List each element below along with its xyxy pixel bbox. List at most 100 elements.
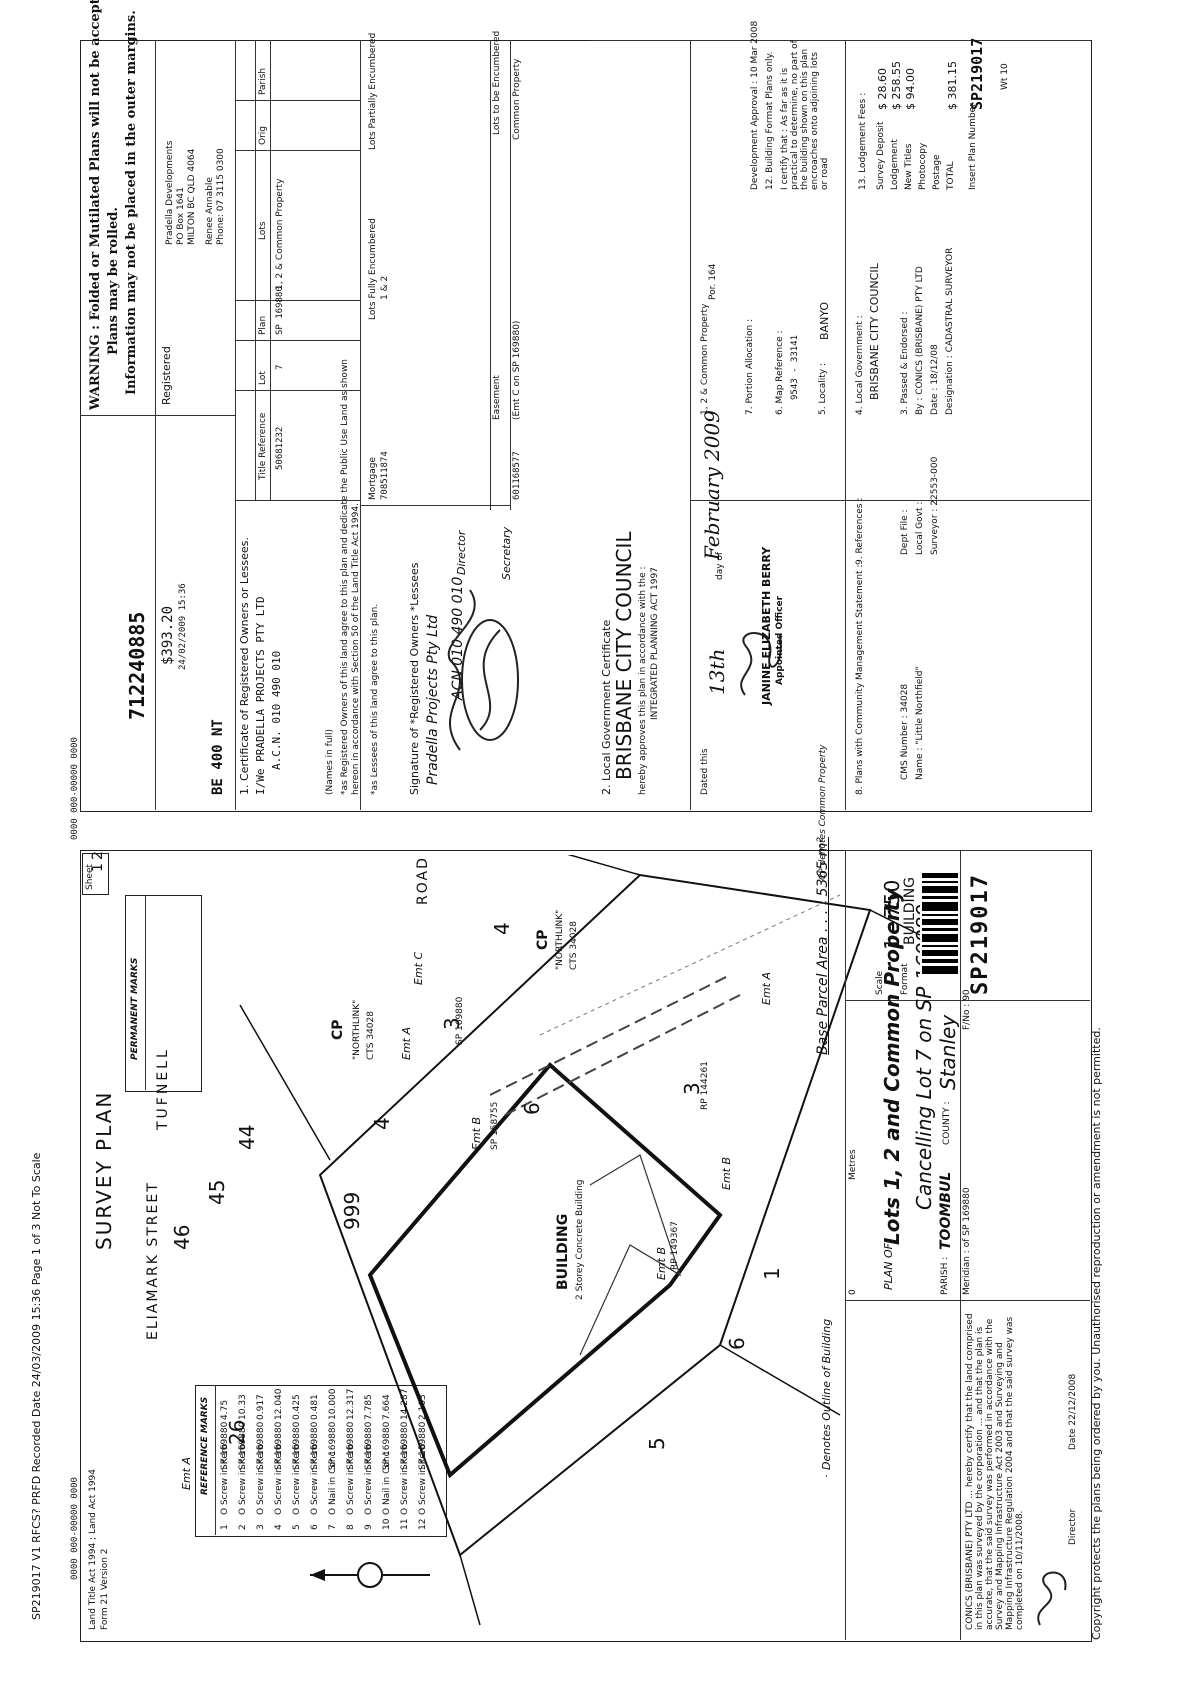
dated-this-label: Dated this xyxy=(700,748,710,795)
created-lots-value: 1, 2 & Common Property xyxy=(275,178,285,290)
names-in-full: (Names in full) xyxy=(325,728,335,795)
lots-fully-encumbered: Lots Fully Encumbered xyxy=(368,218,378,320)
fee-lodgement-value: $ 258.55 xyxy=(890,61,903,110)
form-frame xyxy=(80,40,1092,812)
fee-lodgement: Lodgement xyxy=(890,139,900,190)
references-label: 9. References : xyxy=(855,497,865,565)
local-govt-ref: Local Govt : xyxy=(915,501,925,555)
building-certificate: I certify that : As far as it is practic… xyxy=(780,40,830,190)
road-label: ROAD xyxy=(415,856,431,905)
fee-survey: Survey Deposit xyxy=(876,121,886,190)
date-month: February 2009 xyxy=(700,410,724,560)
format-value: BUILDING xyxy=(902,876,918,945)
section-1-title: 1. Certificate of Registered Owners or L… xyxy=(238,537,251,795)
surveyor-signature xyxy=(1037,1571,1067,1626)
acn-line: A.C.N. 010 490 010 xyxy=(270,650,283,770)
passed-endorsed-label: 3. Passed & Endorsed : xyxy=(900,311,910,416)
orig-plan-value: SP 169880 xyxy=(275,286,285,335)
lot-4b: 4 xyxy=(490,922,514,935)
survey-number: F/No : 90 xyxy=(962,989,972,1030)
scale-zero: 0 xyxy=(848,1289,858,1295)
approval-text: hereby approves this plan in accordance … xyxy=(638,566,648,795)
left-margin-text: SP219017 V1 RFCS? PRFD Recorded Date 24/… xyxy=(30,1152,43,1620)
lodger-phone: Phone: 07 3115 0300 xyxy=(216,148,226,245)
meridian: Meridian : of SP 169880 xyxy=(962,1187,972,1295)
local-government-label: 4. Local Government : xyxy=(855,315,865,415)
lot-45: 45 xyxy=(205,1179,229,1205)
lots-fully-value: 1 & 2 xyxy=(380,275,390,300)
fee-photocopy: Photocopy xyxy=(918,142,928,190)
scale-metres: Metres xyxy=(848,1149,858,1180)
dev-approval: Development Approval : 10 Mar 2008 xyxy=(750,20,760,190)
warning-line-1: WARNING : Folded or Mutilated Plans will… xyxy=(88,0,103,410)
cms-name: Name : "Little Northfield" xyxy=(915,666,925,780)
lots-to-encumber: Lots to be Encumbered xyxy=(492,30,502,135)
lot-999: 999 xyxy=(340,1191,364,1230)
scale-label: Scale xyxy=(875,970,885,995)
fee-postage: Postage xyxy=(932,154,942,190)
lodger-name: Pradella Developments xyxy=(165,140,175,245)
col-title-ref: Title Reference xyxy=(258,412,268,480)
sp-169880: SP 169880 xyxy=(455,996,465,1045)
lot-table-header: 1, 2 & Common Property xyxy=(700,303,710,415)
lodgement-fees-label: 13. Lodgement Fees : xyxy=(858,92,868,190)
left-stamp: 0000 000-00000 0000 xyxy=(70,1477,80,1580)
col-orig: Orig xyxy=(258,126,268,145)
cp-cts-2: CTS 34028 xyxy=(569,921,579,970)
lot-1: 1 xyxy=(760,1267,784,1280)
lodger-city: MILTON BC QLD 4064 xyxy=(187,148,197,245)
orig-lot-value: 7 xyxy=(275,364,285,370)
act-name: INTEGRATED PLANNING ACT 1997 xyxy=(650,567,660,720)
registered-label: Registered xyxy=(160,346,173,405)
format-label: Format xyxy=(900,963,910,995)
emt-c: Emt C xyxy=(412,951,425,985)
office-code: BE 400 NT xyxy=(210,719,226,795)
portion-allocation: 7. Portion Allocation : xyxy=(745,318,755,415)
sp-158755: SP 158755 xyxy=(490,1101,500,1150)
owner-statement: *as Registered Owners of this land agree… xyxy=(340,358,361,795)
street-tufnell: TUFNELL xyxy=(155,1047,171,1130)
plan-number: SP219017 xyxy=(968,873,993,995)
building-format-label: 12. Building Format Plans only. xyxy=(765,51,775,190)
lodger-box: PO Box 1641 xyxy=(176,187,186,245)
fee-new-titles: New Titles xyxy=(904,143,914,190)
cp-name-2: "NORTHLINK" xyxy=(555,909,565,970)
por-value: Por. 164 xyxy=(708,263,718,300)
director-signature xyxy=(447,589,519,751)
street-elliott: ELIAMARK STREET xyxy=(145,1181,161,1340)
barcode xyxy=(920,870,960,980)
locality-value: BANYO xyxy=(818,301,831,340)
parish-label: PARISH : xyxy=(940,1256,950,1295)
community-mgmt-label: 8. Plans with Community Management State… xyxy=(855,564,865,795)
building-outline xyxy=(367,1062,723,1479)
signatory-name: JANINE ELIZABETH BERRY xyxy=(760,546,773,705)
form-version: Form 21 Version 2 xyxy=(100,1548,110,1630)
fee-total: TOTAL xyxy=(946,161,956,190)
land-title-act: Land Title Act 1994 ; Land Act 1994 xyxy=(88,1469,98,1630)
sheet-total: 2 xyxy=(90,851,106,860)
lot-44: 44 xyxy=(235,1124,259,1150)
cp-label: CP xyxy=(330,1019,346,1040)
page-reference: Wt 10 xyxy=(1000,63,1010,90)
parcel-boundary xyxy=(318,873,872,1557)
lot-4: 4 xyxy=(370,1117,394,1130)
emt-a-3: Emt A xyxy=(180,1457,193,1490)
lot-6: 6 xyxy=(520,1102,544,1115)
emt-a-2: Emt A xyxy=(760,972,773,1005)
title-ref-value: 50681232 xyxy=(275,426,285,470)
lodged-timestamp: 24/02/2009 15:36 xyxy=(178,583,188,670)
outline-note: Denotes Outline of Building xyxy=(820,1318,833,1470)
director-label: Director xyxy=(455,530,468,575)
insert-plan-label: Insert Plan Number xyxy=(968,103,978,190)
easement-number: 601168577 xyxy=(512,451,522,500)
warning-line-2: Plans may be rolled. xyxy=(106,207,121,355)
lodger-contact: Renee Annable xyxy=(205,177,215,245)
mortgage-number: 708511874 xyxy=(380,451,390,500)
parish-value: TOOMBUL xyxy=(938,1171,954,1250)
plan-of: PLAN OF xyxy=(882,1243,895,1290)
fee-amount: $393.20 xyxy=(160,605,176,665)
warning-line-3: Information may not be placed in the out… xyxy=(124,10,139,395)
insert-plan-number: SP219017 xyxy=(968,37,986,110)
cp-label-2: CP xyxy=(535,929,551,950)
local-government-value: BRISBANE CITY COUNCIL xyxy=(868,263,881,400)
